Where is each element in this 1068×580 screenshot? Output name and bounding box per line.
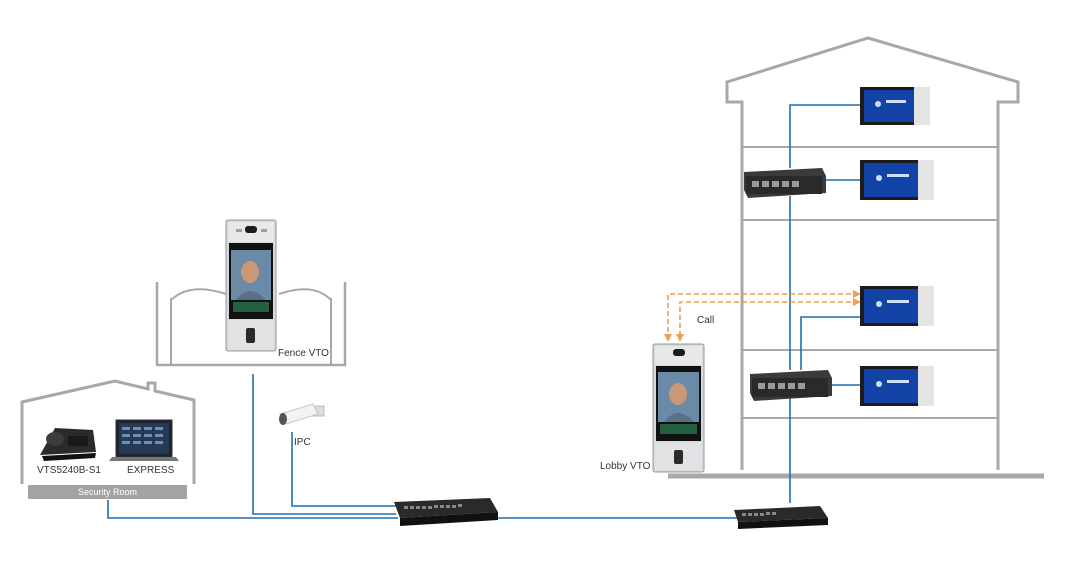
- security-room-label: Security Room: [28, 485, 187, 499]
- network-links: [107, 104, 860, 519]
- ipc-camera-device: [279, 403, 325, 425]
- call-path: [667, 293, 859, 338]
- call-label: Call: [697, 315, 715, 326]
- security-room-building: [20, 379, 196, 484]
- call-arrow-icon: [853, 290, 861, 298]
- indoor-monitor-floor-4: [860, 87, 930, 125]
- fence-vto-label: Fence VTO: [278, 348, 329, 359]
- lobby-vto-device: [652, 343, 705, 473]
- indoor-monitor-floor-2: [860, 286, 934, 326]
- call-arrow-icon: [676, 334, 684, 342]
- floor-switch-lower: [750, 370, 832, 401]
- apartment-building: [668, 36, 1044, 479]
- building-poe-switch: [734, 506, 828, 529]
- floor-switch-upper: [744, 168, 826, 198]
- indoor-monitor-floor-1: [860, 366, 934, 406]
- call-arrow-icon: [853, 298, 861, 306]
- lobby-vto-label: Lobby VTO: [600, 461, 651, 472]
- vts-console-device: [40, 428, 96, 461]
- ipc-label: IPC: [294, 437, 311, 448]
- indoor-monitor-floor-3: [860, 160, 934, 200]
- call-arrow-icon: [664, 334, 672, 342]
- express-label: EXPRESS: [127, 465, 175, 476]
- main-poe-switch: [394, 498, 498, 526]
- fence-vto-device: [225, 219, 277, 352]
- fence-outline: [155, 282, 347, 367]
- express-laptop-device: [109, 419, 179, 461]
- vts-label: VTS5240B-S1: [37, 465, 101, 476]
